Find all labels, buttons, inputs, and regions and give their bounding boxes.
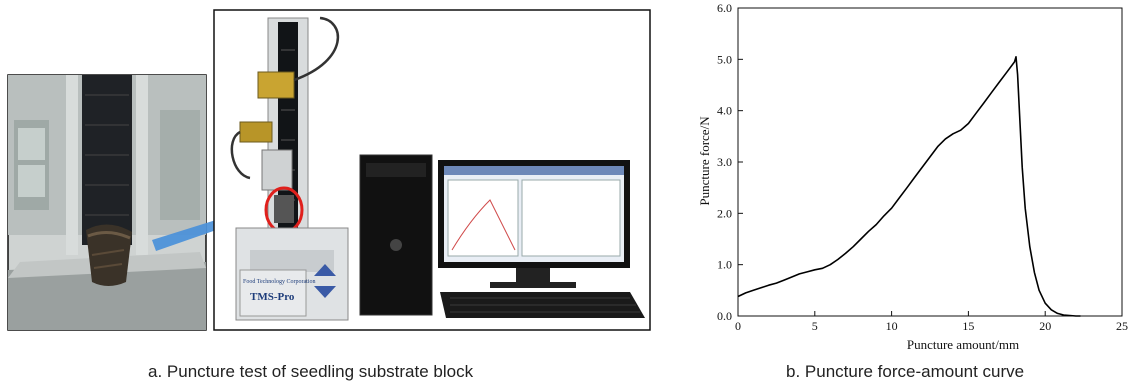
y-tick-label: 4.0 <box>717 104 732 118</box>
y-tick-label: 6.0 <box>717 1 732 15</box>
y-tick-label: 0.0 <box>717 309 732 323</box>
closeup-photo <box>7 74 207 331</box>
machine-label-brand: Food Technology Corporation <box>243 279 315 285</box>
y-tick-label: 5.0 <box>717 52 732 66</box>
x-tick-label: 10 <box>886 319 898 333</box>
x-tick-label: 5 <box>812 319 818 333</box>
x-tick-label: 0 <box>735 319 741 333</box>
y-tick-label: 1.0 <box>717 258 732 272</box>
machine-photo: Food Technology Corporation TMS-Pro <box>213 9 651 331</box>
machine-label-model: TMS-Pro <box>250 291 295 303</box>
series-line <box>737 56 1081 317</box>
y-axis-label: Puncture force/N <box>697 116 712 206</box>
puncture-test-photo: Food Technology Corporation TMS-Pro <box>7 9 651 331</box>
plot-frame <box>737 7 1123 317</box>
x-tick-label: 15 <box>962 319 974 333</box>
chart-svg: 0 5 10 15 20 25 0.0 1.0 2.0 3.0 4.0 5.0 6.0 Puncture… <box>697 1 1128 352</box>
photo-illustration: Food Technology Corporation TMS-Pro <box>7 9 651 331</box>
x-tick-label: 25 <box>1116 319 1128 333</box>
caption-puncture-test: a. Puncture test of seedling substrate b… <box>148 362 474 381</box>
y-tick-label: 3.0 <box>717 155 732 169</box>
y-tick-label: 2.0 <box>717 206 732 220</box>
force-amount-chart: 0 5 10 15 20 25 0.0 1.0 2.0 3.0 4.0 5.0 6.0 Puncture… <box>665 0 1137 387</box>
x-tick-label: 20 <box>1039 319 1051 333</box>
caption-force-curve: b. Puncture force-amount curve <box>786 362 1025 381</box>
x-axis-label: Puncture amount/mm <box>907 337 1019 350</box>
